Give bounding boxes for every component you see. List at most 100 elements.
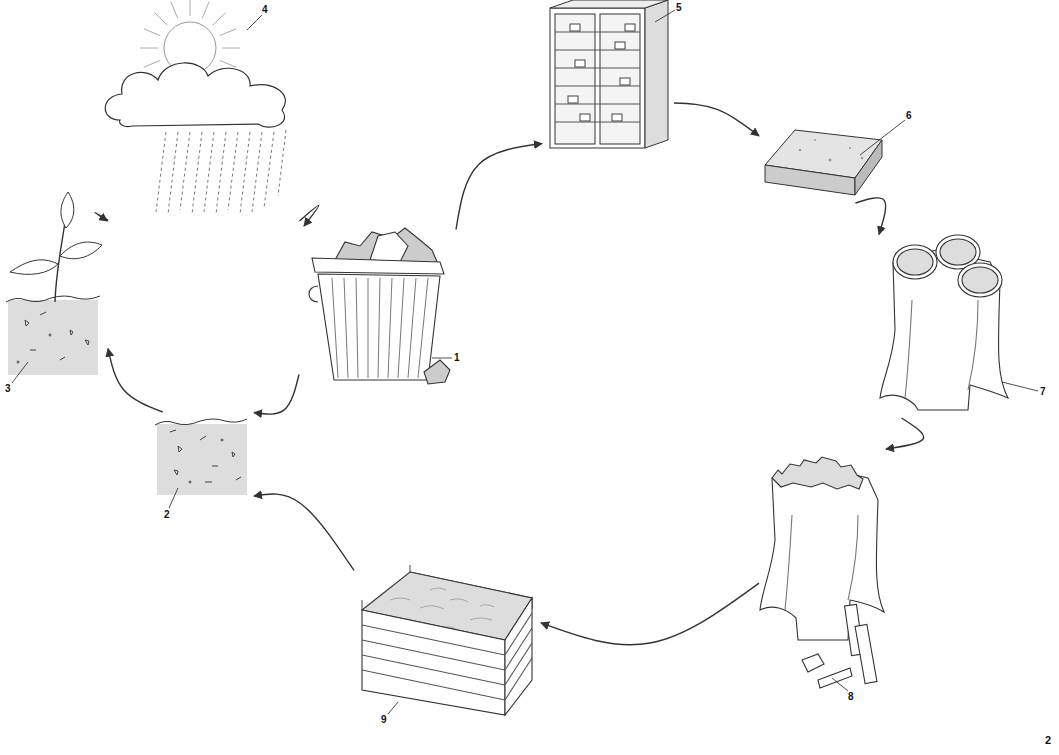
fired-tubes (893, 245, 937, 279)
plant-in-soil (17, 312, 89, 363)
soil-block (174, 470, 178, 475)
drying-shelves (555, 122, 640, 123)
callout-number: 3 (5, 383, 11, 395)
soil-block (155, 419, 247, 425)
illustration-node: 5 (548, 5, 668, 150)
trash-can (309, 228, 450, 384)
soil-block (157, 424, 247, 495)
sun-cloud-rain (222, 48, 240, 49)
sun-cloud-rain (144, 29, 161, 36)
broken-tubes (818, 668, 852, 688)
drying-shelves (620, 78, 630, 85)
flow-arrow (855, 198, 885, 235)
drying-shelves (568, 24, 635, 121)
soil-block (221, 439, 223, 441)
sun-cloud-rain (228, 132, 238, 210)
soil-block (155, 419, 247, 495)
plant-in-soil (70, 330, 73, 335)
trash-can (370, 232, 408, 262)
sun-cloud-rain (220, 29, 237, 36)
clay-brick (765, 130, 882, 195)
granule-crate (430, 588, 446, 590)
illustration-node: 4 (100, 5, 300, 215)
illustration-node: 6 (765, 125, 883, 197)
drying-shelves (555, 104, 640, 105)
broken-tubes (848, 515, 858, 600)
drying-shelves (615, 42, 625, 49)
soil-block (205, 482, 212, 483)
sun-cloud-rain (168, 132, 178, 214)
trash-can (318, 274, 440, 380)
soil-block (170, 430, 176, 432)
plant-in-soil (61, 192, 74, 228)
flow-arrow (108, 349, 163, 412)
clay-brick (799, 139, 863, 162)
broken-tubes (772, 457, 863, 489)
callout-number: 8 (848, 691, 854, 703)
broken-tubes (760, 457, 884, 688)
flow-arrow (456, 144, 542, 230)
flow-arrow (95, 212, 108, 221)
drying-shelves (575, 60, 585, 67)
fired-tubes (880, 235, 1008, 410)
soil-block (232, 452, 235, 457)
fired-tubes (897, 249, 933, 275)
clay-brick (849, 147, 851, 149)
plant-in-soil (85, 340, 89, 345)
plant-in-soil (60, 357, 65, 360)
leader-lines (832, 678, 848, 691)
plant-in-soil (60, 242, 102, 259)
leader-lines (388, 702, 398, 714)
leader-lines (247, 15, 262, 30)
drying-shelves (555, 32, 640, 33)
callout-number: 2 (164, 509, 170, 521)
granule-crate (505, 598, 532, 715)
trash-can (309, 286, 318, 302)
broken-tubes (855, 624, 877, 683)
sun-cloud-rain (190, 0, 191, 16)
fired-tubes (940, 239, 976, 265)
leader-lines (12, 10, 1038, 714)
illustration-node: 9 (360, 565, 535, 715)
clay-brick (861, 157, 863, 159)
granule-crate (390, 598, 410, 600)
soil-block (236, 477, 241, 480)
plant-in-soil (55, 215, 66, 302)
trash-can (408, 278, 416, 378)
drying-shelves (555, 32, 640, 122)
granule-crate (409, 565, 410, 572)
sun-cloud-rain (171, 2, 178, 19)
fired-tubes (968, 300, 978, 390)
clay-brick (814, 139, 816, 141)
granule-crate (470, 618, 492, 620)
soil-block (178, 446, 182, 452)
fired-tubes (962, 267, 998, 293)
soil-block (200, 436, 206, 440)
plant-in-soil (49, 334, 51, 336)
trash-can (332, 278, 338, 378)
drying-shelves (600, 14, 640, 144)
illustration-node: 8 (765, 455, 885, 687)
broken-tubes (785, 515, 792, 610)
trash-can (398, 278, 404, 378)
sun-cloud-rain (220, 60, 237, 67)
drying-shelves (625, 24, 635, 31)
granule-crate (362, 655, 505, 685)
sun-cloud-rain (140, 48, 158, 49)
leader-lines (169, 488, 178, 508)
sun-cloud-rain (140, 0, 240, 67)
leader-lines (655, 10, 675, 22)
sun-cloud-rain (252, 132, 262, 212)
drying-shelves (645, 0, 668, 148)
granule-crate (362, 640, 505, 670)
trash-can (418, 278, 428, 378)
drying-shelves (612, 114, 622, 121)
soil-block (189, 481, 191, 483)
fired-tubes (905, 300, 912, 398)
sun-cloud-rain (264, 132, 274, 208)
flow-arrow (254, 374, 299, 414)
granule-crate (480, 605, 494, 607)
plant-in-soil (25, 320, 29, 326)
